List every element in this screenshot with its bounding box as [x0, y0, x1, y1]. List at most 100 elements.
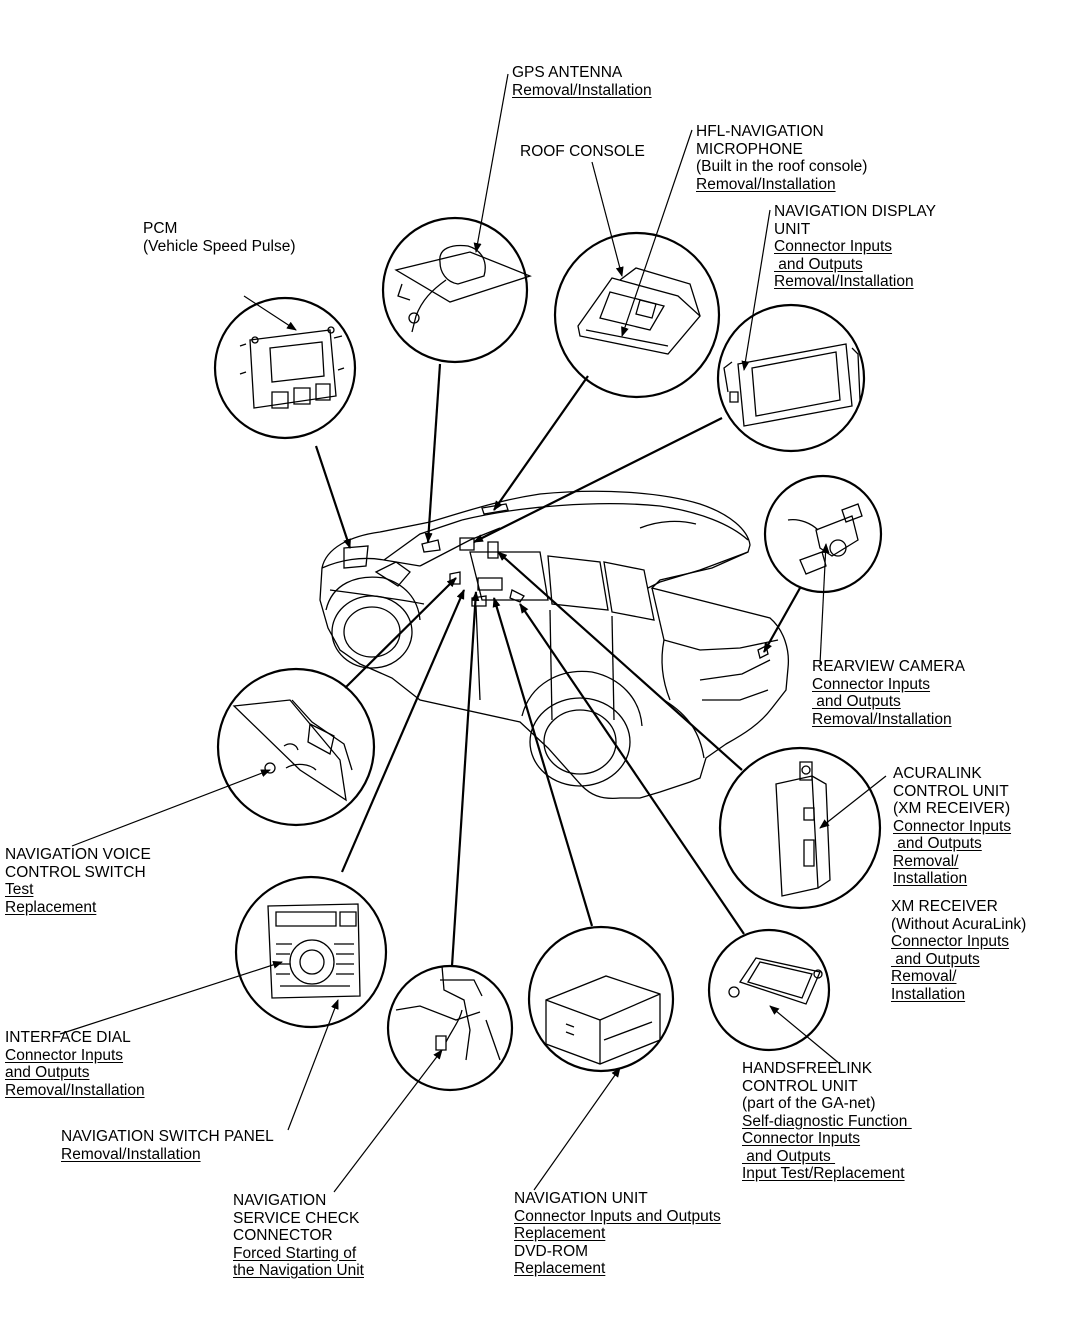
service-check-label-line: the Navigation Unit	[233, 1262, 364, 1279]
roof-console-label-line: ROOF CONSOLE	[520, 143, 645, 160]
xm-receiver-label-line: Connector Inputs	[891, 933, 1010, 950]
rearview-camera-label-line: Connector Inputs	[812, 675, 931, 693]
navigation-display-label-line: UNIT	[774, 220, 811, 238]
acuralink-label-line: Installation	[893, 870, 968, 887]
voice-switch-label-line: NAVIGATION VOICE	[5, 846, 151, 863]
acuralink-label-line: ACURALINK	[893, 765, 982, 782]
handsfreelink-label-line: CONTROL UNIT	[742, 1077, 858, 1095]
handsfreelink-label-line: (part of the GA-net)	[742, 1095, 876, 1112]
gps-antenna-icon	[396, 246, 530, 332]
navigation-unit-label-line: Replacement	[514, 1225, 606, 1242]
interface-dial-icon	[268, 904, 360, 998]
service-check-label-line: SERVICE CHECK	[233, 1209, 360, 1227]
service-connector-detail	[388, 966, 512, 1090]
xm-receiver-label: XM RECEIVER(Without AcuraLink)Connector …	[891, 898, 1026, 1003]
service-check-label-line: NAVIGATION	[233, 1192, 327, 1209]
rearview-camera-label-line: Removal/Installation	[812, 710, 952, 728]
switch-panel-label-line: Removal/Installation	[61, 1145, 201, 1163]
roof-console-icon	[578, 268, 700, 354]
navigation-unit-label-line: DVD-ROM	[514, 1242, 589, 1260]
hfl-microphone-label-line: MICROPHONE	[696, 140, 803, 158]
xm-receiver-label-line: XM RECEIVER	[891, 898, 998, 915]
hfl-microphone-label-line: Removal/Installation	[696, 175, 836, 193]
rearview-camera-label-line: and Outputs	[812, 693, 901, 710]
vehicle-drawing	[320, 491, 788, 798]
navigation-unit-label-line: Replacement	[514, 1260, 606, 1277]
navigation-display-label-line: and Outputs	[774, 255, 863, 273]
hfl-microphone-label-line: (Built in the roof console)	[696, 158, 868, 175]
pointer-lines	[60, 74, 886, 1192]
gps-antenna-detail	[383, 218, 527, 362]
acuralink-label-line: CONTROL UNIT	[893, 782, 1009, 800]
navigation-display-detail	[718, 305, 864, 451]
interface-dial-detail	[236, 877, 386, 1027]
gps-antenna-label-line: Removal/Installation	[512, 81, 652, 99]
interface-dial-label-line: INTERFACE DIAL	[5, 1029, 131, 1046]
pcm-label: PCM(Vehicle Speed Pulse)	[143, 220, 296, 255]
rearview-camera-detail	[765, 476, 881, 592]
xm-receiver-label-line: (Without AcuraLink)	[891, 915, 1027, 933]
navigation-unit-label-line: NAVIGATION UNIT	[514, 1190, 648, 1207]
interface-dial-label-line: Removal/Installation	[5, 1081, 145, 1099]
navigation-unit-icon	[546, 976, 660, 1064]
interface-dial-label-line: Connector Inputs	[5, 1046, 124, 1064]
navigation-display-icon	[724, 344, 860, 426]
service-check-label-line: CONNECTOR	[233, 1227, 333, 1244]
handsfreelink-label-line: Connector Inputs	[742, 1130, 861, 1147]
xm-receiver-label-line: Installation	[891, 985, 966, 1003]
switch-panel-label-line: NAVIGATION SWITCH PANEL	[61, 1128, 274, 1145]
interface-dial-label-line: and Outputs	[5, 1064, 90, 1081]
detail-circles	[215, 218, 881, 1090]
component-sketches	[234, 246, 862, 1064]
rearview-camera-icon	[788, 504, 862, 574]
acuralink-label-line: Connector Inputs	[893, 817, 1012, 835]
handsfreelink-label-line: HANDSFREELINK	[742, 1060, 873, 1077]
voice-switch-label-line: Test	[5, 881, 34, 898]
pcm-label-line: (Vehicle Speed Pulse)	[143, 237, 296, 255]
handsfreelink-label-line: Self-diagnostic Function	[742, 1112, 912, 1130]
service-connector-icon	[396, 966, 500, 1060]
voice-switch-label-line: CONTROL SWITCH	[5, 863, 146, 881]
rearview-camera-label-line: REARVIEW CAMERA	[812, 658, 966, 675]
leader-arrows	[316, 364, 800, 966]
voice-switch-label-line: Replacement	[5, 898, 97, 916]
service-check-label-line: Forced Starting of	[233, 1244, 357, 1262]
roof-console-detail	[555, 233, 719, 397]
hfl-microphone-label-line: HFL-NAVIGATION	[696, 123, 824, 140]
acuralink-label-line: and Outputs	[893, 835, 982, 852]
voice-switch-icon	[234, 700, 352, 800]
handsfreelink-icon	[729, 958, 822, 1004]
handsfreelink-label-line: Input Test/Replacement	[742, 1165, 905, 1182]
acuralink-detail	[720, 748, 880, 908]
handsfreelink-label-line: and Outputs	[742, 1147, 836, 1165]
pcm-icon	[240, 327, 344, 408]
acuralink-label-line: (XM RECEIVER)	[893, 800, 1011, 817]
acuralink-icon	[776, 762, 830, 896]
navigation-display-label-line: NAVIGATION DISPLAY	[774, 203, 936, 220]
xm-receiver-label-line: and Outputs	[891, 950, 980, 968]
navigation-display-label-line: Connector Inputs	[774, 238, 893, 255]
pcm-detail	[215, 298, 355, 438]
handsfreelink-detail	[709, 930, 829, 1050]
roof-console-label: ROOF CONSOLE	[520, 143, 645, 161]
navigation-display-label-line: Removal/Installation	[774, 273, 914, 290]
gps-antenna-label-line: GPS ANTENNA	[512, 64, 623, 81]
navigation-unit-detail	[529, 927, 673, 1071]
navigation-unit-label-line: Connector Inputs and Outputs	[514, 1207, 721, 1225]
acuralink-label-line: Removal/	[893, 852, 959, 870]
xm-receiver-label-line: Removal/	[891, 968, 957, 985]
pcm-label-line: PCM	[143, 220, 178, 237]
